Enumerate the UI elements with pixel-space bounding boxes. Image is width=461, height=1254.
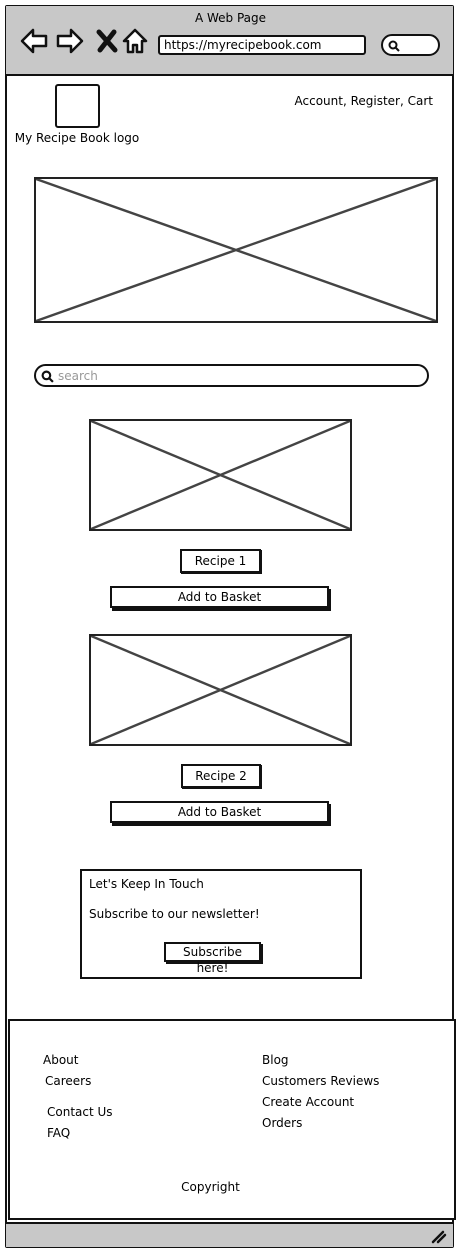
newsletter-text: Subscribe to our newsletter! xyxy=(89,907,260,921)
home-icon[interactable] xyxy=(120,26,150,56)
account-links[interactable]: Account, Register, Cart xyxy=(294,94,434,108)
footer-link-contact-us[interactable]: Contact Us xyxy=(47,1105,113,1119)
footer-link-about[interactable]: About xyxy=(43,1053,79,1067)
back-arrow-icon[interactable] xyxy=(19,26,49,56)
search-input[interactable]: search xyxy=(34,364,429,387)
search-placeholder: search xyxy=(58,369,98,383)
recipe-2-title[interactable]: Recipe 2 xyxy=(181,764,261,788)
footer-link-orders[interactable]: Orders xyxy=(262,1116,303,1130)
forward-arrow-icon[interactable] xyxy=(55,26,85,56)
browser-search-field[interactable] xyxy=(381,34,440,56)
subscribe-button[interactable]: Subscribe here! xyxy=(164,942,261,975)
footer xyxy=(8,1019,456,1220)
recipe-1-title[interactable]: Recipe 1 xyxy=(180,549,261,573)
footer-link-careers[interactable]: Careers xyxy=(45,1074,92,1088)
recipe-1-image-placeholder[interactable] xyxy=(89,419,352,531)
recipe-2-image-placeholder[interactable] xyxy=(89,634,352,746)
add-to-basket-button-2[interactable]: Add to Basket xyxy=(110,801,329,823)
footer-link-faq[interactable]: FAQ xyxy=(47,1126,71,1140)
copyright-text: Copyright xyxy=(181,1180,240,1194)
hero-image-placeholder xyxy=(34,177,438,323)
browser-title: A Web Page xyxy=(194,11,267,25)
close-icon[interactable] xyxy=(92,26,122,56)
logo-label: My Recipe Book logo xyxy=(14,131,140,145)
search-icon xyxy=(388,40,400,52)
footer-link-customers-reviews[interactable]: Customers Reviews xyxy=(262,1074,380,1088)
url-bar[interactable]: https://myrecipebook.com xyxy=(158,35,366,55)
footer-link-blog[interactable]: Blog xyxy=(262,1053,289,1067)
newsletter-panel: Let's Keep In Touch Subscribe to our new… xyxy=(80,869,362,979)
resize-grip-icon[interactable] xyxy=(431,1230,447,1244)
footer-link-create-account[interactable]: Create Account xyxy=(262,1095,355,1109)
newsletter-title: Let's Keep In Touch xyxy=(89,877,204,891)
add-to-basket-button-1[interactable]: Add to Basket xyxy=(110,586,329,608)
search-icon xyxy=(41,370,54,383)
logo-image[interactable] xyxy=(55,84,100,128)
browser-status-bar xyxy=(6,1222,453,1247)
